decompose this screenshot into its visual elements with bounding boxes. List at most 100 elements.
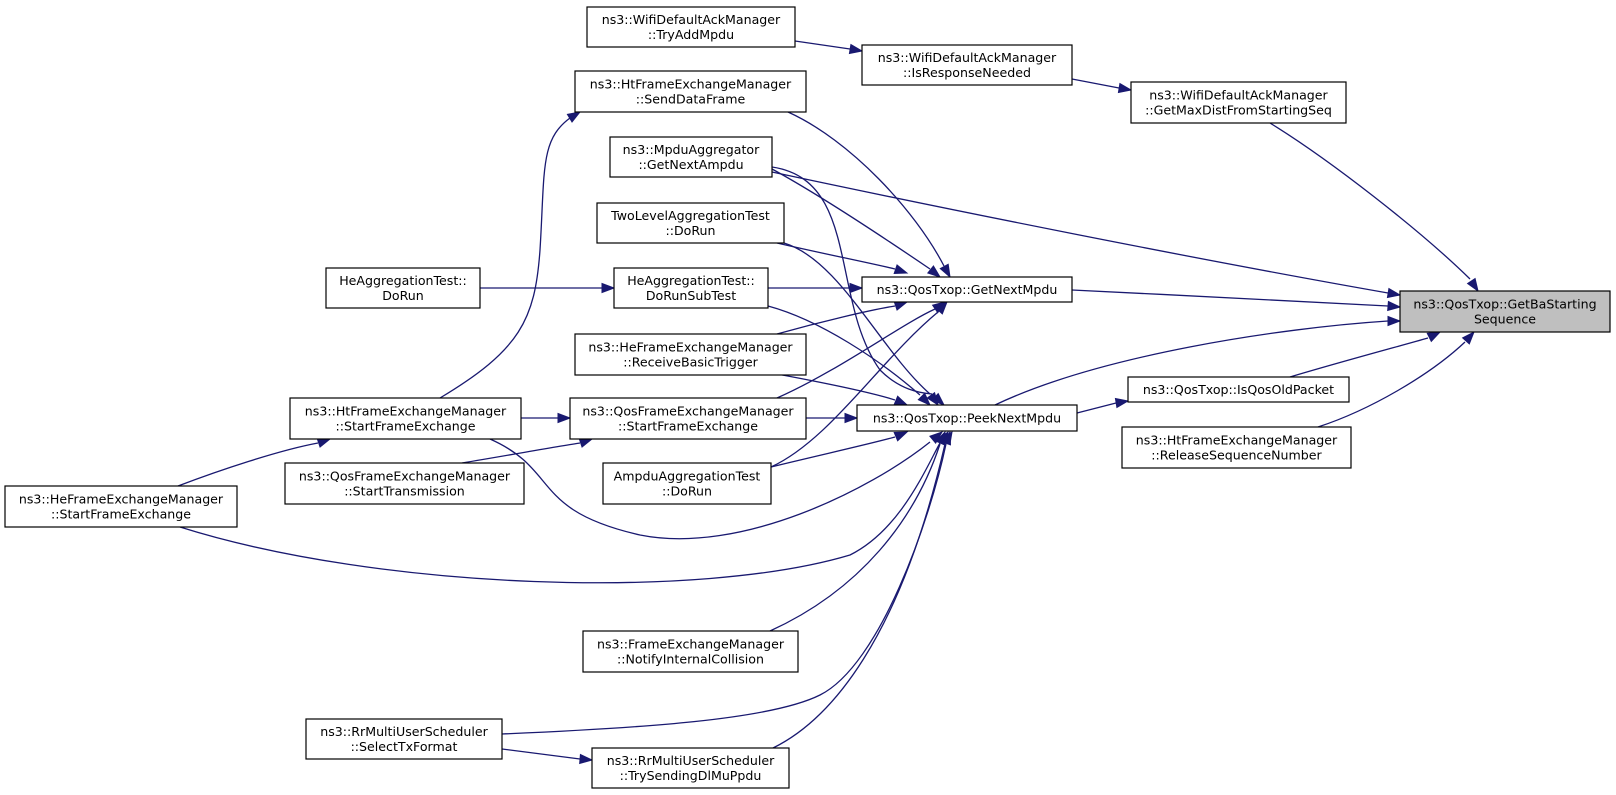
node-label-line: DoRun (382, 288, 424, 303)
node-label-line: ::TrySendingDlMuPpdu (620, 768, 762, 783)
node-label-line: Sequence (1474, 312, 1536, 327)
edge-he-agg-do-run-sub-to-get-next-mpdu (768, 282, 864, 294)
edge-line (776, 308, 936, 399)
node-get-next-ampdu[interactable]: ns3::MpduAggregator::GetNextAmpdu (609, 136, 773, 178)
node-he-agg-do-run-sub[interactable]: HeAggregationTest::DoRunSubTest (613, 267, 769, 309)
node-box (325, 267, 481, 309)
arrowhead-icon (849, 282, 864, 294)
node-peek-next-mpdu[interactable]: ns3::QosTxop::PeekNextMpdu (856, 404, 1078, 432)
edge-line (1289, 337, 1429, 378)
node-get-max-dist[interactable]: ns3::WifiDefaultAckManager::GetMaxDistFr… (1130, 81, 1347, 124)
node-box (602, 462, 772, 505)
node-box (609, 136, 773, 178)
edge-line (772, 443, 946, 749)
arrowhead-icon (579, 753, 594, 765)
node-label-line: ns3::QosTxop::IsQosOldPacket (1143, 382, 1334, 397)
node-he-start-frame-exchange[interactable]: ns3::HeFrameExchangeManager::StartFrameE… (4, 485, 238, 528)
arrowhead-icon (1387, 315, 1402, 327)
arrowhead-icon (1426, 331, 1442, 343)
node-qos-start-transmission[interactable]: ns3::QosFrameExchangeManager::StartTrans… (284, 462, 525, 505)
node-label-line: ::NotifyInternalCollision (617, 652, 764, 667)
edge-he-start-frame-exchange-to-peek-next-mpdu (179, 430, 946, 584)
edge-try-sending-dl-mu-ppdu-to-peek-next-mpdu (772, 430, 953, 749)
node-label-line: ns3::HeFrameExchangeManager (588, 340, 793, 355)
edge-two-level-do-run-to-peek-next-mpdu (783, 242, 939, 407)
arrowhead-icon (848, 43, 864, 55)
node-get-next-mpdu[interactable]: ns3::QosTxop::GetNextMpdu (861, 276, 1073, 303)
node-label-line: ::ReceiveBasicTrigger (623, 355, 758, 370)
edge-get-max-dist-to-get-ba-starting-sequence (1269, 122, 1479, 293)
edge-peek-next-mpdu-to-get-ba-starting-sequence (994, 315, 1402, 406)
node-is-qos-old-packet[interactable]: ns3::QosTxop::IsQosOldPacket (1127, 376, 1350, 403)
node-box (856, 404, 1078, 432)
node-label-line: ::StartFrameExchange (51, 507, 191, 522)
edge-line (439, 117, 571, 399)
node-try-sending-dl-mu-ppdu[interactable]: ns3::RrMultiUserScheduler::TrySendingDlM… (591, 747, 790, 789)
node-box (4, 485, 238, 528)
edge-get-next-mpdu-to-get-ba-starting-sequence (1071, 289, 1402, 312)
node-box (1399, 290, 1611, 333)
node-label-line: ::TryAddMpdu (648, 27, 734, 42)
arrowhead-icon (893, 395, 909, 406)
node-label-line: ns3::HtFrameExchangeManager (590, 77, 792, 92)
node-label-line: ::SendDataFrame (636, 92, 746, 107)
edge-try-add-mpdu-to-is-response-needed (794, 40, 864, 55)
node-select-tx-format[interactable]: ns3::RrMultiUserScheduler::SelectTxForma… (305, 718, 503, 760)
node-label-line: ns3::QosTxop::GetBaStarting (1413, 297, 1596, 312)
node-notify-internal-collision[interactable]: ns3::FrameExchangeManager::NotifyInterna… (582, 630, 799, 673)
arrowhead-icon (578, 437, 594, 448)
edge-line (770, 436, 896, 468)
edge-ht-start-frame-exchange-to-qos-start-frame-exchange (521, 412, 572, 424)
arrowhead-icon (893, 264, 909, 275)
edge-qos-start-transmission-to-qos-start-frame-exchange (461, 437, 594, 464)
node-label-line: ns3::WifiDefaultAckManager (1149, 88, 1328, 103)
node-box (305, 718, 503, 760)
edge-line (776, 373, 896, 401)
node-label-line: ::StartFrameExchange (618, 419, 758, 434)
node-try-add-mpdu[interactable]: ns3::WifiDefaultAckManager::TryAddMpdu (586, 6, 796, 48)
node-label-line: ns3::MpduAggregator (623, 142, 760, 157)
edge-receive-basic-trigger-to-get-next-mpdu (776, 300, 909, 335)
node-box (861, 44, 1073, 86)
node-box (569, 397, 807, 440)
edge-qos-start-frame-exchange-to-peek-next-mpdu (806, 412, 859, 424)
edge-line (769, 443, 941, 632)
node-box (574, 333, 807, 376)
edge-is-response-needed-to-get-max-dist (1071, 78, 1133, 94)
edge-line (1317, 341, 1466, 428)
node-label-line: ns3::QosTxop::PeekNextMpdu (873, 411, 1061, 426)
node-label-line: ns3::HeFrameExchangeManager (19, 492, 224, 507)
arrowhead-icon (893, 300, 909, 311)
arrowhead-icon (601, 282, 616, 294)
node-box (596, 202, 785, 244)
node-ampdu-agg-do-run[interactable]: AmpduAggregationTest::DoRun (602, 462, 772, 505)
node-label-line: ::GetMaxDistFromStartingSeq (1145, 103, 1332, 118)
node-ht-start-frame-exchange[interactable]: ns3::HtFrameExchangeManager::StartFrameE… (289, 397, 522, 440)
edge-line (461, 442, 581, 464)
node-box (582, 630, 799, 673)
edge-line (1071, 289, 1389, 307)
node-he-agg-do-run[interactable]: HeAggregationTest::DoRun (325, 267, 481, 309)
node-label-line: ::StartTransmission (344, 484, 465, 499)
node-label-line: ::SelectTxFormat (351, 739, 458, 754)
node-label-line: ns3::HtFrameExchangeManager (1136, 433, 1338, 448)
node-qos-start-frame-exchange[interactable]: ns3::QosFrameExchangeManager::StartFrame… (569, 397, 807, 440)
edges-layer (177, 40, 1479, 765)
edge-ht-start-frame-exchange-to-send-data-frame (439, 111, 582, 399)
node-label-line: HeAggregationTest:: (627, 273, 755, 288)
node-is-response-needed[interactable]: ns3::WifiDefaultAckManager::IsResponseNe… (861, 44, 1073, 86)
arrowhead-icon (941, 430, 953, 446)
node-send-data-frame[interactable]: ns3::HtFrameExchangeManager::SendDataFra… (574, 70, 807, 113)
node-label-line: ns3::RrMultiUserScheduler (607, 753, 775, 768)
node-release-seq-num[interactable]: ns3::HtFrameExchangeManager::ReleaseSequ… (1121, 426, 1352, 469)
node-label-line: DoRunSubTest (646, 288, 736, 303)
node-two-level-do-run[interactable]: TwoLevelAggregationTest::DoRun (596, 202, 785, 244)
node-label-line: ns3::QosFrameExchangeManager (299, 469, 511, 484)
edge-send-data-frame-to-get-next-mpdu (787, 111, 951, 279)
node-label-line: ::StartFrameExchange (335, 419, 475, 434)
edge-line (783, 242, 931, 395)
node-receive-basic-trigger[interactable]: ns3::HeFrameExchangeManager::ReceiveBasi… (574, 333, 807, 376)
arrowhead-icon (1461, 330, 1475, 345)
